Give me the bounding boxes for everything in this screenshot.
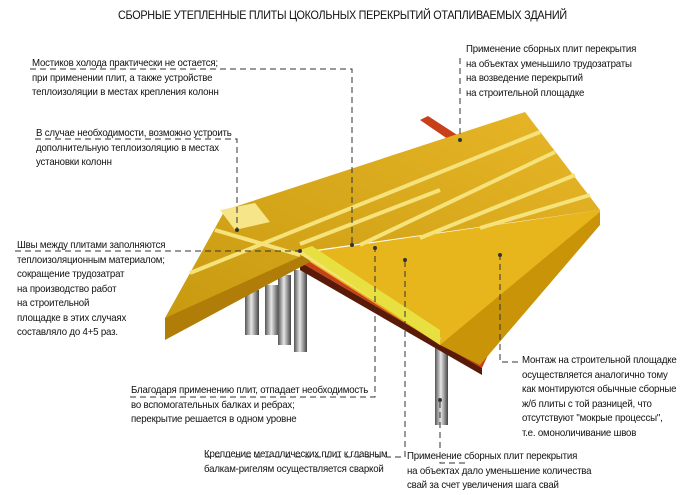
callout-line: теплоизоляции в местах крепления колонн [32, 86, 219, 98]
callout-line: установки колонн [36, 156, 112, 168]
page-title: СБОРНЫЕ УТЕПЛЕННЫЕ ПЛИТЫ ЦОКОЛЬНЫХ ПЕРЕК… [118, 8, 567, 22]
callout-line: Применение сборных плит перекрытия [407, 450, 578, 462]
callout-line: Крепление металлических плит к главным [204, 448, 388, 460]
callout-piles: Применение сборных плит перекрытия на об… [407, 449, 592, 493]
callout-line: дополнительную теплоизоляцию в местах [36, 141, 219, 154]
callout-line: теплоизоляционным материалом; [17, 253, 165, 266]
callout-line: во вспомогательных балках и ребрах; [131, 398, 295, 411]
callout-line: площадке в этих случаях [17, 311, 127, 324]
callout-labor-reduction: Применение сборных плит перекрытия на об… [466, 42, 636, 100]
callout-installation: Монтаж на строительной площадке осуществ… [522, 353, 677, 440]
insulation-insert [220, 203, 270, 230]
callout-line: составляло до 4+5 раз. [17, 326, 118, 338]
callout-line: на строительной площадке [466, 86, 585, 99]
slab-top [165, 112, 600, 318]
callout-line: В случае необходимости, возможно устроит… [36, 127, 232, 139]
callout-line: балкам-ригелям осуществляется сваркой [204, 462, 384, 475]
callout-line: на строительной [17, 297, 90, 309]
callout-line: на объектах дало уменьшение количества [407, 464, 592, 477]
callout-no-aux-beams: Благодаря применению плит, отпадает необ… [131, 383, 368, 427]
callout-cold-bridges: Мостиков холода практически не остается;… [32, 56, 219, 100]
callout-seams: Швы между плитами заполняются теплоизоля… [17, 238, 165, 340]
slab-edge [165, 248, 310, 340]
callout-line: при применении плит, а также устройстве [32, 71, 213, 84]
callout-line: свай за счет увеличения шага свай [407, 479, 559, 491]
callout-line: на возведение перекрытий [466, 72, 583, 84]
callout-line: Мостиков холода практически не остается; [32, 57, 218, 69]
callout-line: ж/б плиты с той разницей, что [522, 397, 652, 410]
callout-line: на объектах уменьшило трудозатраты [466, 57, 632, 70]
callout-line: Монтаж на строительной площадке [522, 354, 677, 366]
callout-line: Благодаря применению плит, отпадает необ… [131, 384, 369, 396]
callout-line: как монтируются обычные сборные [522, 383, 677, 395]
leader-lines [15, 58, 518, 464]
callout-line: Применение сборных плит перекрытия [466, 43, 637, 55]
callout-line: осуществляется аналогично тому [522, 368, 668, 381]
columns [245, 270, 448, 425]
callout-line: отсутствуют "мокрые процессы", [522, 412, 663, 424]
callout-welding: Крепление металлических плит к главным б… [204, 447, 388, 476]
callout-extra-insulation: В случае необходимости, возможно устроит… [36, 126, 232, 170]
callout-line: т.е. омоноличивание швов [522, 426, 637, 439]
callout-line: сокращение трудозатрат [17, 268, 125, 280]
callout-line: перекрытие решается в одном уровне [131, 413, 297, 425]
callout-line: на производство работ [17, 282, 117, 295]
callout-line: Швы между плитами заполняются [17, 239, 166, 251]
